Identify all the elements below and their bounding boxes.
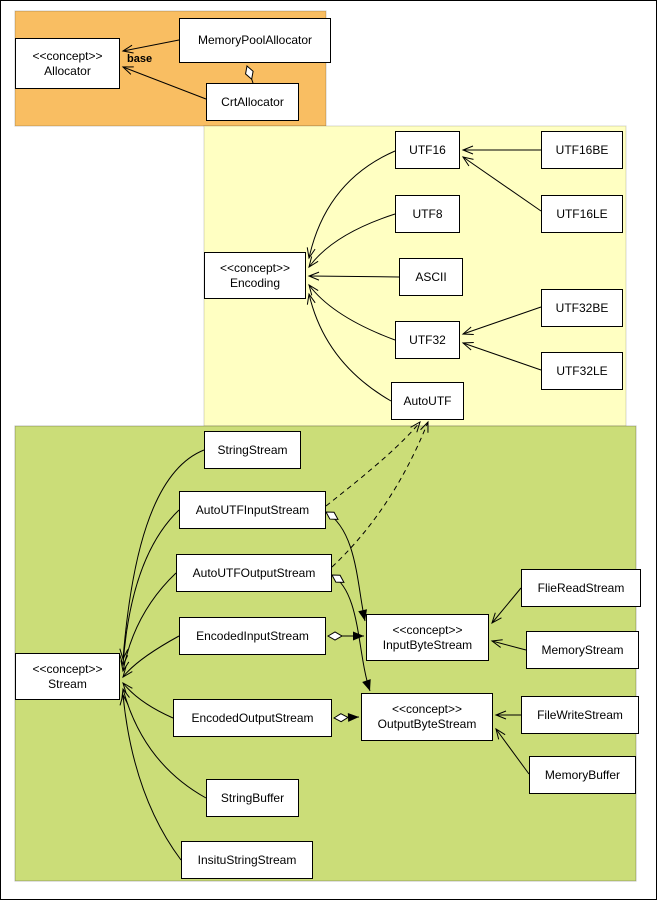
node-encoding-concept: <<concept>> Encoding bbox=[204, 252, 306, 299]
node-label: UTF16 bbox=[409, 142, 446, 157]
edge-encodedinputstream-stream bbox=[122, 635, 180, 679]
node-label: AutoUTFInputStream bbox=[195, 502, 310, 517]
node-label: Stream bbox=[48, 676, 87, 691]
node-utf32le: UTF32LE bbox=[541, 352, 623, 390]
node-label: StringBuffer bbox=[220, 790, 285, 805]
node-label: MemoryStream bbox=[541, 642, 624, 657]
node-string-stream: StringStream bbox=[204, 431, 301, 469]
node-label: UTF32 bbox=[409, 332, 446, 347]
edge-autoutfoutputstream-autoutf-dashed bbox=[331, 420, 429, 568]
edge-autoutfoutputstream-stream bbox=[120, 572, 177, 673]
node-label: MemoryPoolAllocator bbox=[197, 33, 313, 47]
node-stereotype: <<concept>> bbox=[32, 661, 103, 676]
node-utf8: UTF8 bbox=[395, 195, 460, 233]
edge-utf32le-utf32 bbox=[461, 341, 542, 371]
node-label: UTF16BE bbox=[555, 142, 609, 157]
edge-crtallocator-allocator bbox=[121, 66, 207, 100]
node-file-write-stream: FileWriteStream bbox=[521, 696, 639, 734]
edge-utf16-encoding bbox=[306, 150, 396, 260]
node-label: MemoryBuffer bbox=[544, 767, 621, 782]
node-label: EncodedInputStream bbox=[196, 628, 309, 643]
node-label: UTF32LE bbox=[556, 363, 608, 378]
node-autoutf-output-stream: AutoUTFOutputStream bbox=[176, 554, 332, 592]
node-label: FlieReadStream bbox=[537, 580, 625, 595]
edge-utf16le-utf16 bbox=[461, 156, 542, 212]
bytestream-aggregation-edges bbox=[325, 511, 371, 723]
edge-utf32be-utf32 bbox=[461, 306, 542, 336]
node-label: UTF8 bbox=[412, 206, 443, 221]
edge-utf8-encoding bbox=[308, 213, 396, 269]
node-label: UTF16LE bbox=[556, 206, 608, 221]
edge-encodedoutputstream-stream bbox=[122, 681, 174, 719]
node-label: UTF32BE bbox=[555, 300, 609, 315]
node-label: CrtAllocator bbox=[221, 94, 284, 109]
node-utf16le: UTF16LE bbox=[541, 195, 623, 233]
node-utf16: UTF16 bbox=[395, 131, 460, 169]
node-crt-allocator: CrtAllocator bbox=[206, 83, 299, 121]
node-label: AutoUTF bbox=[403, 393, 452, 408]
node-label: StringStream bbox=[217, 442, 288, 457]
edge-utf32-encoding bbox=[308, 283, 396, 341]
edge-memorystream-inputbytestream bbox=[490, 639, 527, 651]
node-allocator-concept: <<concept>> Allocator bbox=[15, 38, 120, 89]
node-label: FileWriteStream bbox=[537, 707, 623, 722]
node-insitu-string-stream: InsituStringStream bbox=[181, 841, 313, 879]
edge-autoutfinputstream-autoutf-dashed bbox=[325, 420, 421, 507]
node-label: EncodedOutputStream bbox=[191, 710, 314, 725]
node-stereotype: <<concept>> bbox=[391, 702, 463, 716]
node-utf32be: UTF32BE bbox=[541, 289, 623, 327]
edge-fliereadstream-inputbytestream bbox=[491, 587, 522, 625]
edge-autoutfoutputstream-outputbytestream bbox=[331, 574, 371, 692]
node-autoutf-input-stream: AutoUTFInputStream bbox=[179, 491, 326, 529]
bytestream-realization-edges bbox=[490, 587, 530, 775]
node-utf32: UTF32 bbox=[395, 321, 460, 359]
node-label: Allocator bbox=[44, 63, 91, 78]
node-stereotype: <<concept>> bbox=[32, 48, 103, 63]
node-encoded-input-stream: EncodedInputStream bbox=[179, 617, 326, 655]
node-input-byte-stream-concept: <<concept>> InputByteStream bbox=[366, 614, 489, 661]
node-label: AutoUTFOutputStream bbox=[192, 565, 316, 580]
node-flie-read-stream: FlieReadStream bbox=[521, 569, 641, 607]
edge-autoutf-encoding bbox=[306, 292, 392, 402]
node-label: InsituStringStream bbox=[197, 852, 297, 867]
node-memory-buffer: MemoryBuffer bbox=[529, 756, 636, 794]
node-label: OutputByteStream bbox=[377, 717, 477, 731]
edge-autoutfinputstream-stream bbox=[119, 509, 180, 667]
node-autoutf: AutoUTF bbox=[391, 382, 464, 420]
edge-encodedoutputstream-outputbytestream bbox=[332, 712, 360, 723]
node-stereotype: <<concept>> bbox=[392, 622, 463, 637]
node-stream-concept: <<concept>> Stream bbox=[15, 653, 120, 700]
node-stereotype: <<concept>> bbox=[219, 260, 291, 275]
autoutf-dependency-edges bbox=[325, 420, 429, 568]
node-ascii: ASCII bbox=[399, 258, 463, 296]
edge-memorypoolallocator-allocator bbox=[121, 39, 180, 54]
edge-memorybuffer-outputbytestream bbox=[495, 727, 530, 775]
node-label: ASCII bbox=[415, 269, 447, 284]
node-string-buffer: StringBuffer bbox=[206, 779, 299, 817]
edge-ascii-encoding bbox=[307, 271, 400, 281]
edge-label-base: base bbox=[127, 53, 152, 65]
node-utf16be: UTF16BE bbox=[541, 131, 623, 169]
node-label: InputByteStream bbox=[382, 637, 473, 652]
node-memory-pool-allocator: MemoryPoolAllocator bbox=[179, 18, 331, 63]
node-memory-stream: MemoryStream bbox=[526, 631, 639, 669]
node-label: Encoding bbox=[229, 275, 281, 290]
node-output-byte-stream-concept: <<concept>> OutputByteStream bbox=[361, 693, 493, 741]
edge-memorypoolallocator-crtallocator-aggregation bbox=[245, 65, 254, 84]
node-encoded-output-stream: EncodedOutputStream bbox=[173, 699, 332, 737]
